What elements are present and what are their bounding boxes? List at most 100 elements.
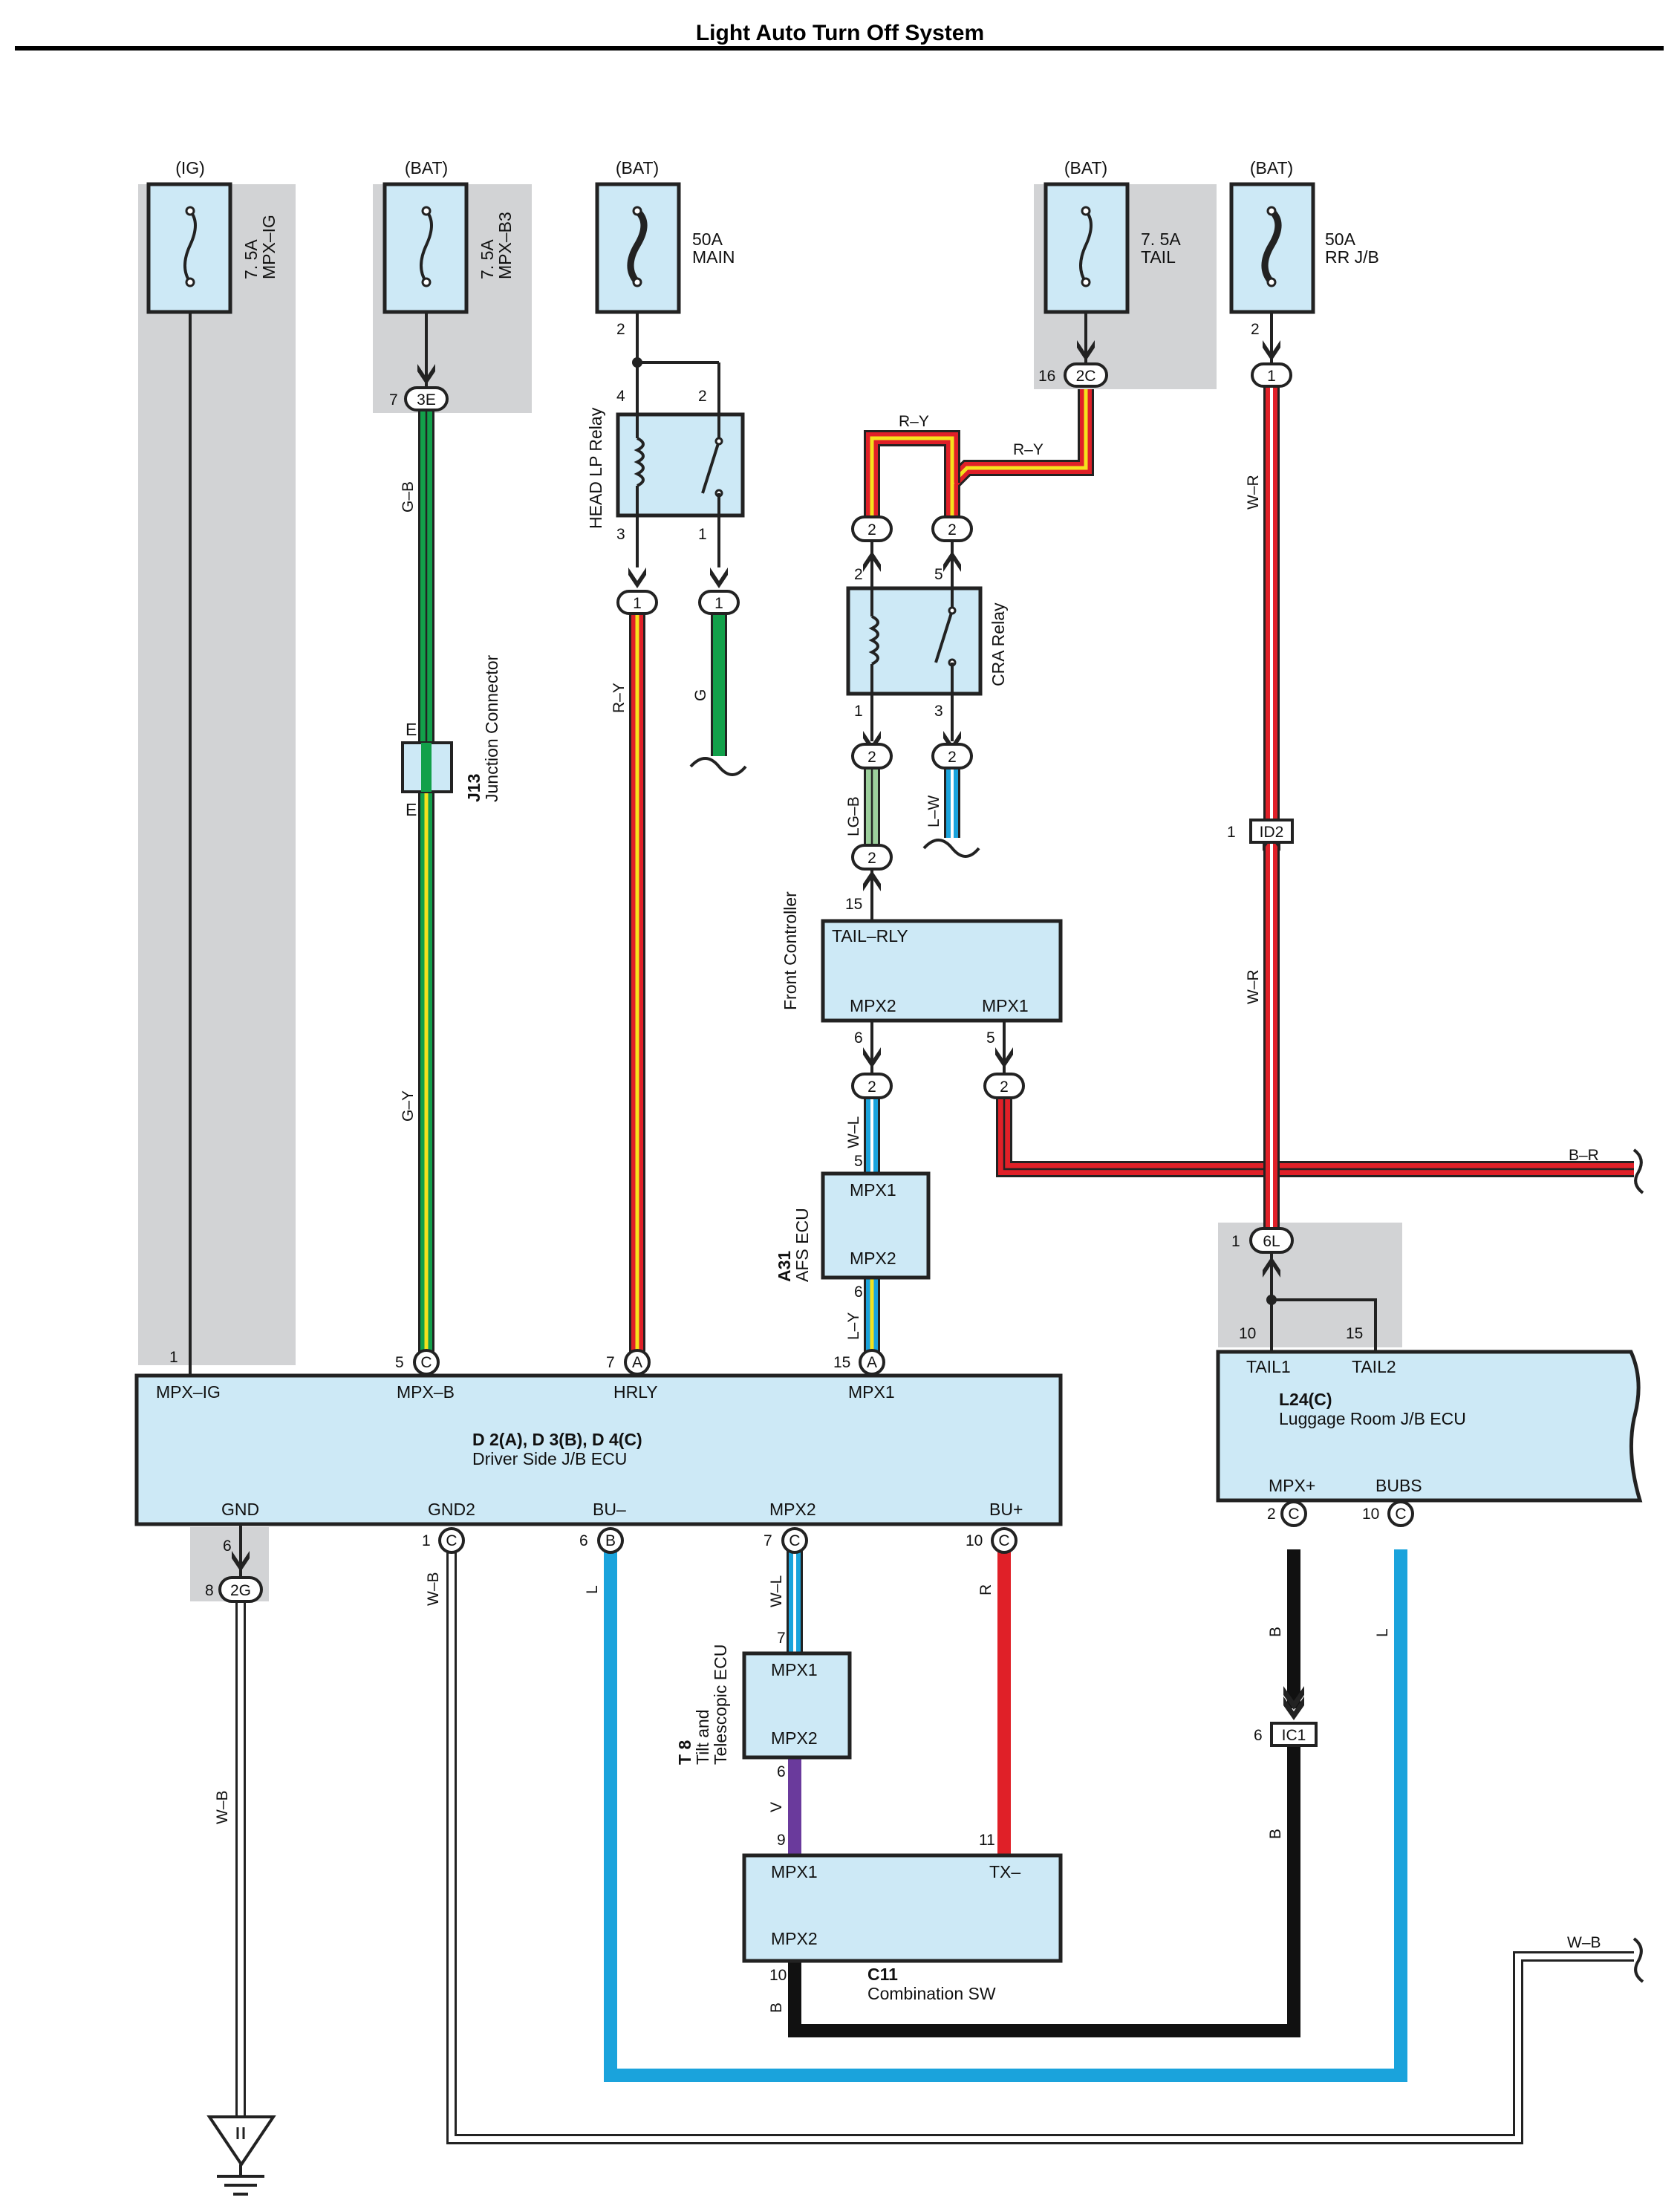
pin-2g-8: 8 (205, 1582, 214, 1599)
connector-3e-label: 3E (417, 391, 436, 409)
connector-br-2g (983, 1073, 1025, 1099)
driver-jb-name: Driver Side J/B ECU (472, 1449, 627, 1468)
wire-label-wl-afs: W–L (845, 1116, 862, 1148)
splice-main (632, 357, 642, 368)
connector-3e (404, 386, 449, 411)
pin-cra-3: 3 (934, 703, 943, 720)
label-bat-1: (BAT) (405, 158, 448, 178)
label-bat-3: (BAT) (1064, 158, 1107, 178)
fuse-mpx-ig (146, 182, 232, 314)
wire-label-wr-2: W–R (1245, 969, 1262, 1004)
fuse-5-name: RR J/B (1325, 247, 1379, 267)
connector-ry-2a-label: 2 (867, 521, 876, 539)
pin-fc-6: 6 (854, 1029, 863, 1047)
wire-label-ry-3: R–Y (1013, 441, 1044, 458)
front-controller-tail-rly: TAIL–RLY (832, 926, 908, 946)
wire-label-ly: L–Y (845, 1312, 862, 1340)
wire-label-lw: L–W (925, 795, 942, 827)
front-controller (821, 919, 1063, 1023)
fuse-5-amp: 50A (1325, 230, 1356, 249)
wire-ry-tail (864, 389, 1094, 517)
fuse-main (595, 182, 681, 314)
pin-cra-5: 5 (934, 566, 943, 583)
fuse-1-amp: 7. 5A (241, 239, 261, 279)
wire-cra-leads (870, 542, 954, 741)
pin-fc-15: 15 (845, 896, 862, 913)
wire-label-v: V (768, 1802, 785, 1812)
pin-bu-plus-10: 10 (966, 1532, 983, 1549)
wire-label-r: R (977, 1584, 994, 1595)
pin-head-1: 1 (698, 526, 707, 543)
pin-afs-6: 6 (854, 1283, 863, 1301)
combo-tx-minus: TX– (989, 1862, 1020, 1881)
page-title: Light Auto Turn Off System (696, 21, 984, 45)
connector-g-1-label: 1 (714, 595, 723, 612)
connector-2c-label: 2C (1076, 368, 1096, 385)
wire-label-gy: G–Y (400, 1090, 417, 1122)
combination-sw (742, 1853, 1063, 1963)
cra-relay (846, 586, 983, 696)
afs-mpx1: MPX1 (850, 1180, 896, 1200)
connector-rr-1-label: 1 (1267, 368, 1276, 385)
pin-6l-1: 1 (1231, 1233, 1240, 1250)
afs-code: A31 (775, 1251, 794, 1282)
fuse-4-name: TAIL (1141, 247, 1176, 267)
pin-bu-minus-6: 6 (579, 1532, 588, 1549)
combo-name: Combination SW (867, 1984, 996, 2003)
terminal-c-bu-plus-label: C (998, 1532, 1009, 1549)
pin-mpx1-15: 15 (833, 1354, 850, 1371)
connector-hrly-1-label: 1 (633, 595, 642, 612)
pin-cra-1: 1 (854, 703, 863, 720)
terminal-a-mpx1-label: A (867, 1354, 877, 1371)
pin-tail2-15: 15 (1346, 1325, 1363, 1342)
pin-2c-16: 16 (1038, 368, 1055, 385)
splice-tail (1266, 1295, 1277, 1305)
pin-combo-9: 9 (777, 1832, 786, 1849)
wire-label-ry-2: R–Y (899, 413, 929, 430)
head-lp-relay-label: HEAD LP Relay (586, 407, 605, 529)
driver-jb-gnd: GND (221, 1500, 259, 1519)
pin-tilt-7: 7 (777, 1630, 786, 1647)
pin-mpxb-5: 5 (395, 1354, 404, 1371)
ground-symbol (206, 2115, 276, 2196)
pin-id2-1: 1 (1227, 824, 1236, 841)
luggage-bubs: BUBS (1375, 1476, 1422, 1495)
afs-ecu (821, 1171, 931, 1280)
connector-ry-2b-label: 2 (948, 521, 957, 539)
pin-cra-2: 2 (854, 566, 863, 583)
wire-g (689, 615, 747, 776)
connector-rr-1 (1251, 362, 1292, 388)
wire-label-wl-tilt: W–L (768, 1575, 785, 1607)
connector-lgb-2c (851, 743, 893, 770)
driver-jb-gnd2: GND2 (428, 1500, 475, 1519)
driver-jb-bu-minus: BU– (593, 1500, 626, 1519)
driver-jb-bu-plus: BU+ (989, 1500, 1023, 1519)
combo-mpx2: MPX2 (771, 1929, 818, 1948)
connector-2g-gnd-label: 2G (230, 1582, 251, 1599)
connector-ry-2b (931, 515, 973, 542)
front-controller-mpx2: MPX2 (850, 996, 896, 1015)
label-ig: (IG) (175, 158, 205, 178)
junction-pin-e2: E (406, 800, 417, 819)
wire-label-wb-right: W–B (1567, 1934, 1601, 1951)
pin-mpx-plus-2: 2 (1267, 1506, 1276, 1523)
driver-side-jb-ecu (134, 1373, 1063, 1526)
pin-3e-7: 7 (389, 391, 398, 409)
connector-hrly-1 (616, 590, 658, 615)
wire-label-b-upper: B (1267, 1627, 1284, 1637)
luggage-code: L24(C) (1279, 1390, 1332, 1409)
front-controller-name: Front Controller (781, 891, 800, 1010)
connector-lw-2d-label: 2 (948, 749, 957, 766)
wire-label-b-lower: B (1267, 1829, 1284, 1839)
label-bat-2: (BAT) (616, 158, 659, 178)
connector-ic1 (1270, 1722, 1318, 1747)
connector-wl-2f (851, 1073, 893, 1099)
connector-g-1 (698, 590, 740, 615)
pin-rr-2: 2 (1251, 321, 1260, 338)
pin-head-2: 2 (698, 388, 707, 405)
label-bat-4: (BAT) (1250, 158, 1293, 178)
luggage-mpx-plus: MPX+ (1269, 1476, 1315, 1495)
pin-gnd2-1: 1 (422, 1532, 431, 1549)
terminal-b-bu-minus-label: B (605, 1532, 616, 1549)
luggage-room-jb-ecu (1216, 1350, 1643, 1503)
